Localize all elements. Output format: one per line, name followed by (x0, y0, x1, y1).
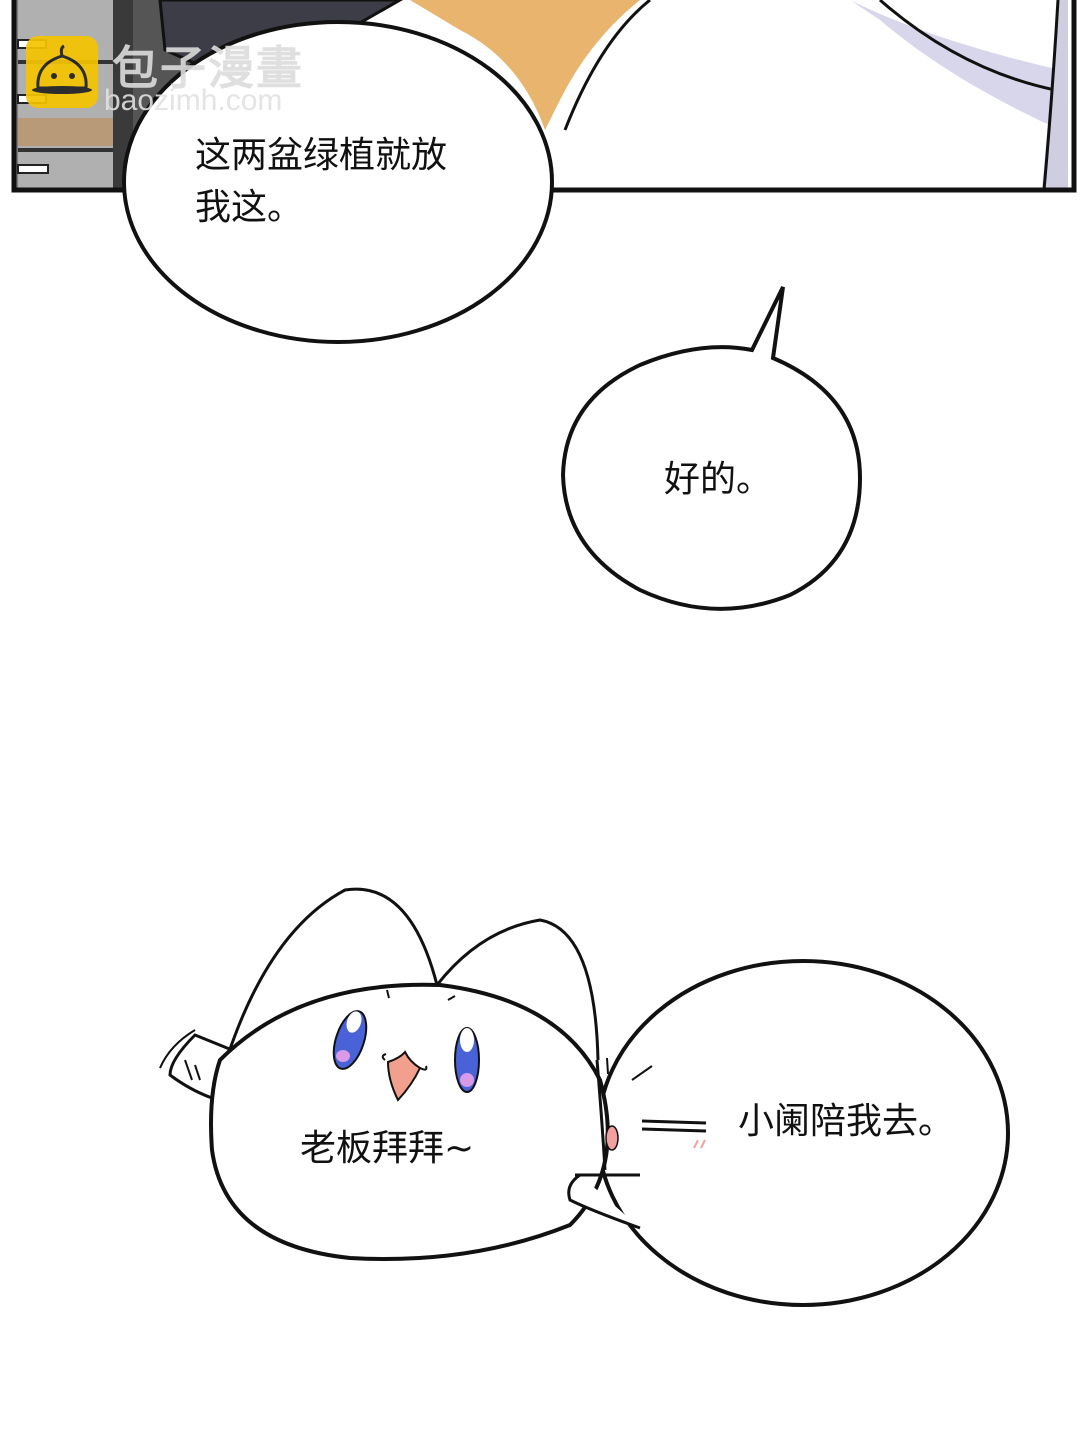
speech-bubble-2 (560, 286, 863, 611)
watermark-title: 包子漫畫 (112, 41, 304, 95)
bubble-1-line-2: 我这。 (195, 187, 304, 228)
side-blob-face (567, 1057, 707, 1230)
speech-bubble-1 (122, 20, 554, 344)
bubble-3-text: 老板拜拜~ (300, 1128, 475, 1169)
cat-blob-character (159, 887, 610, 1262)
bubble-1-text: 这两盆绿植就放 我这。 (195, 130, 495, 234)
bubble-1-line-1: 这两盆绿植就放 (195, 135, 448, 176)
top-panel (11, 0, 1077, 193)
watermark-url: baozimh.com (104, 84, 283, 117)
steamed-bun-logo-icon (26, 36, 98, 108)
bubble-4-text: 小阑陪我去。 (738, 1101, 955, 1142)
bubble-2-text: 好的。 (664, 459, 773, 500)
